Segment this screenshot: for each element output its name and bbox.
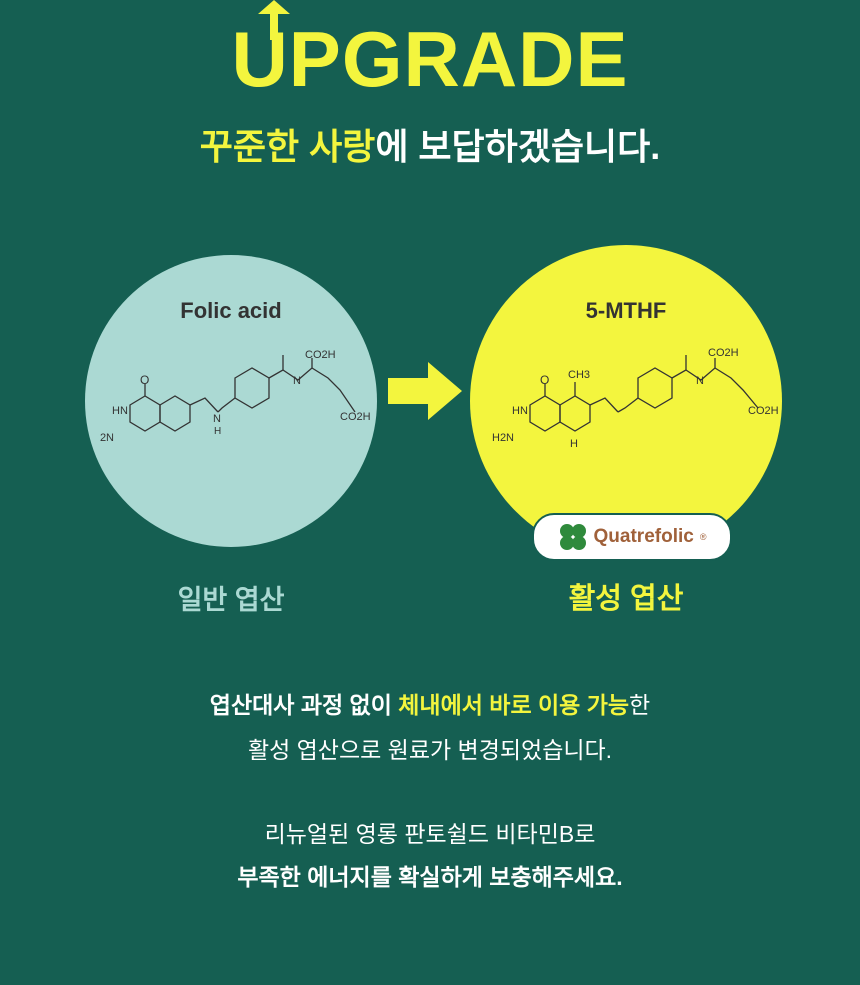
mthf-structure: O CH3 HN H2N H N CO2H CO2H [492, 347, 779, 450]
mthf-title: 5-MTHF [585, 298, 667, 323]
text: 엽산대사 과정 없이 [209, 692, 399, 718]
clover-icon [559, 524, 586, 550]
atom-label: O [140, 373, 149, 387]
general-folate-label: 일반 엽산 [177, 585, 285, 615]
badge-text: Quatrefolic [593, 526, 694, 547]
highlight-text: 체내에서 바로 이용 가능 [398, 692, 630, 718]
mthf-circle [470, 245, 782, 557]
subtitle-rest: 에 보답하겠습니다. [375, 126, 661, 167]
body-line-3: 리뉴얼된 영롱 판토쉴드 비타민B로 [264, 821, 596, 847]
atom-label: CO2H [340, 411, 371, 423]
active-folate-label: 활성 엽산 [568, 583, 684, 615]
atom-label: CH3 [568, 369, 590, 381]
subtitle-highlight: 꾸준한 사랑 [199, 126, 376, 167]
atom-label: CO2H [305, 349, 336, 361]
quatrefolic-badge: Quatrefolic ® [532, 513, 732, 561]
page-title: UPGRADE [231, 15, 629, 103]
atom-label: HN [512, 405, 528, 417]
atom-label: HN [112, 405, 128, 417]
atom-label: CO2H [708, 347, 739, 359]
up-arrow-icon [258, 0, 290, 40]
body-line-2: 활성 엽산으로 원료가 변경되었습니다. [247, 737, 613, 763]
atom-label: H2N [492, 432, 514, 444]
atom-label: N [293, 375, 301, 387]
atom-label: H2N [100, 432, 114, 444]
folic-acid-title: Folic acid [180, 298, 282, 323]
folic-acid-structure: O HN H2N N H N CO2H CO2H [100, 349, 371, 444]
subtitle: 꾸준한 사랑에 보답하겠습니다. [0, 118, 860, 170]
atom-label: CO2H [748, 405, 779, 417]
body-line-1: 엽산대사 과정 없이 체내에서 바로 이용 가능한 [0, 686, 860, 720]
atom-label: O [540, 373, 549, 387]
right-arrow-icon [388, 362, 462, 420]
atom-label: H [570, 438, 578, 450]
registered-mark: ® [699, 532, 707, 542]
atom-label: H [214, 426, 221, 437]
atom-label: N [696, 375, 704, 387]
text: 한 [629, 692, 651, 718]
body-line-4: 부족한 에너지를 확실하게 보충해주세요. [237, 864, 623, 890]
atom-label: N [213, 413, 221, 425]
